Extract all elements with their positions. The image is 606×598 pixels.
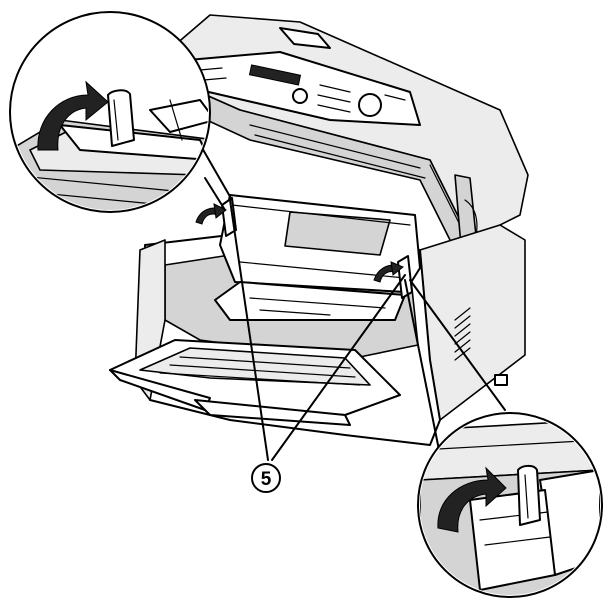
curved-arrow-icon — [437, 466, 507, 533]
power-switch-icon — [494, 374, 508, 386]
vent-grille — [454, 307, 471, 361]
callout-5: 5 — [229, 199, 406, 493]
right-release-lever — [373, 255, 413, 299]
callout-circle — [251, 463, 281, 493]
control-panel — [187, 51, 421, 126]
zoom-inset-bottom-right — [404, 279, 603, 598]
callout-number: 5 — [261, 469, 272, 490]
scanner-lid — [171, 14, 529, 259]
left-release-lever — [195, 197, 237, 237]
drum-unit — [214, 194, 421, 321]
curved-arrow-icon — [37, 80, 109, 151]
